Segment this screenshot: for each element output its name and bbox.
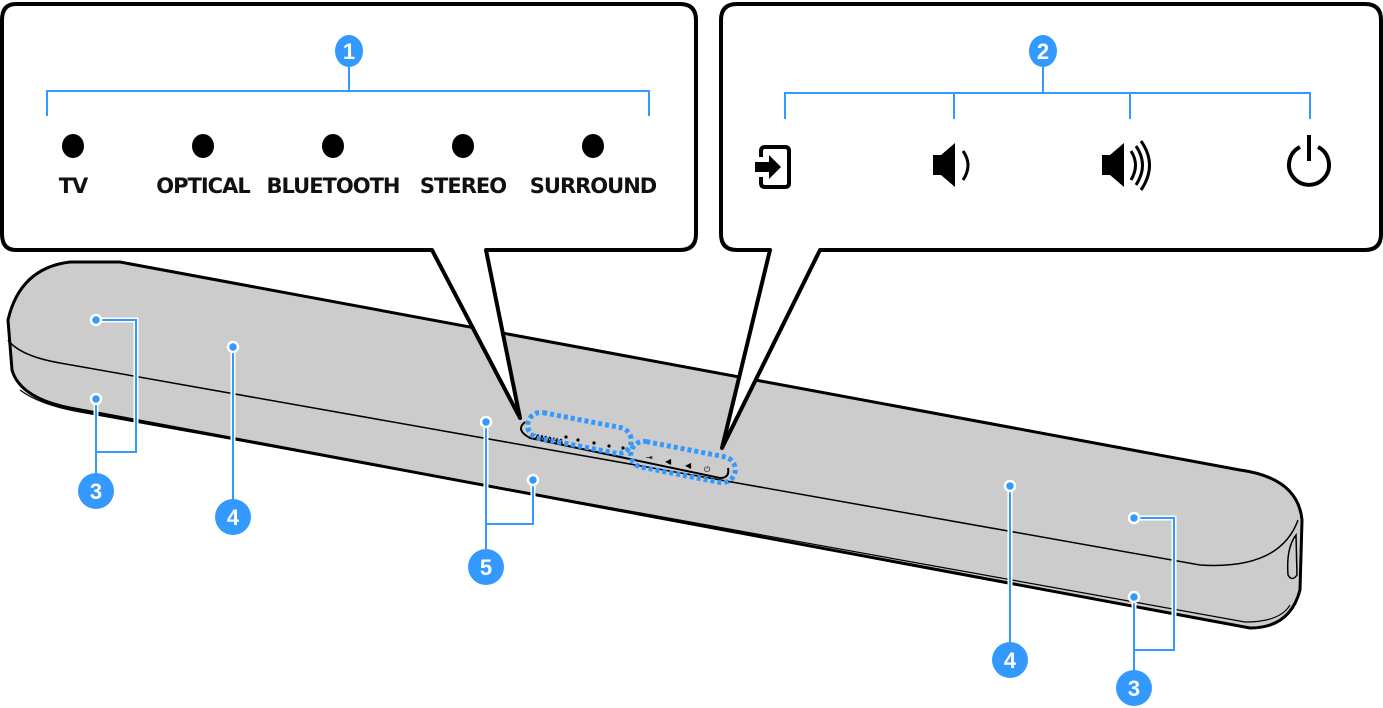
bubble-indicators [0,2,698,420]
soundbar-body: YAMAHA ⇥ ◀ ◀ ⏻ [6,260,1304,630]
indicator-label-stereo: STEREO [420,174,506,198]
input-icon [755,145,791,189]
marker-4-left: 4 [215,340,251,535]
indicator-optical: OPTICAL [156,134,251,198]
marker-3-right: 3 [1116,511,1177,706]
buttons-highlight [628,438,738,486]
indicator-surround: SURROUND [530,134,658,198]
marker-5: 5 [468,415,540,585]
panel-icon-vol-down: ◀ [665,457,672,466]
badge-3-right-number: 3 [1128,676,1140,701]
badge-3-number: 3 [90,479,102,504]
marker-4-right: 4 [992,479,1028,678]
panel-icon-vol-up: ◀ [685,461,692,470]
indicator-label-tv: TV [59,174,89,198]
power-icon [1287,135,1331,187]
soundbar-bottom-edge [19,389,1291,623]
panel-icon-power: ⏻ [704,465,711,474]
badge-4-right-number: 4 [1004,648,1017,673]
panel-outline [520,421,730,480]
badge-1 [335,35,363,67]
panel-dot-bluetooth [592,441,596,445]
panel-dot-stereo [607,444,611,448]
indicator-dot-icon [192,134,214,158]
badge-2 [1029,35,1057,67]
volume-down-icon [933,143,970,187]
soundbar-end-port [1286,532,1298,580]
badge-2-number: 2 [1037,39,1049,64]
marker-3-left: 3 [78,313,139,509]
indicator-bluetooth: BLUETOOTH [267,134,400,198]
volume-up-icon [1102,140,1151,191]
badge-5-number: 5 [480,555,492,580]
bracket-buttons [784,67,1311,119]
panel-dot-tv [564,435,568,439]
bracket-indicators [46,67,650,116]
callout-indicators: 1 TV OPTICAL BLUETOOTH STEREO SURROUND [0,2,698,420]
badge-4-right [992,642,1028,678]
indicator-label-bluetooth: BLUETOOTH [267,174,400,198]
soundbar-crease [7,339,1299,567]
panel-dot-optical [576,438,580,442]
indicator-stereo: STEREO [420,134,507,198]
indicator-dot-icon [322,134,344,158]
badge-4-left-number: 4 [227,505,240,530]
indicator-label-optical: OPTICAL [156,174,250,198]
indicator-dot-icon [582,134,604,158]
badge-5 [468,549,504,585]
badge-4-left [215,499,251,535]
badge-3 [78,473,114,509]
panel-icon-input: ⇥ [646,453,653,462]
bubble-buttons [719,2,1383,450]
badge-1-number: 1 [343,39,355,64]
badge-3-right [1116,670,1152,706]
indicator-dot-icon [62,134,84,158]
indicator-dot-icon [452,134,474,158]
callout-buttons: 2 [719,2,1383,450]
panel-dot-surround [621,446,625,450]
indicator-tv: TV [59,134,90,198]
indicator-label-surround: SURROUND [530,174,657,198]
indicators-highlight [525,409,634,456]
